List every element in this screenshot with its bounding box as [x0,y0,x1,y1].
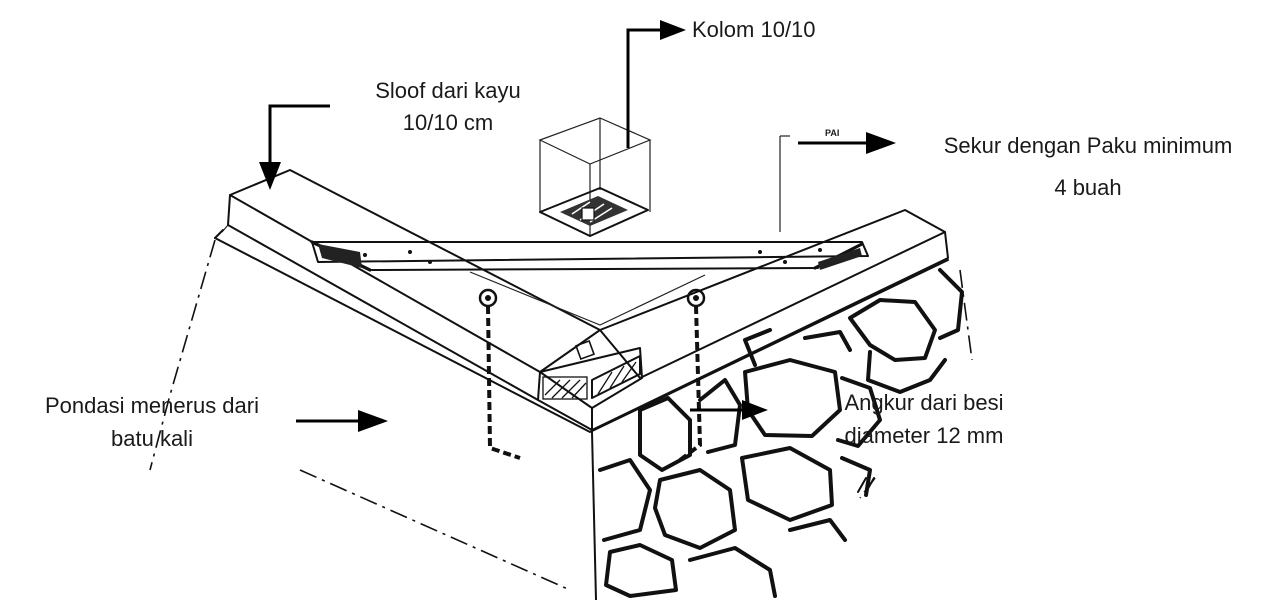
pondasi-label-line1: Pondasi menerus dari [45,393,259,418]
angkur-leader [690,400,768,420]
kolom-label: Kolom 10/10 [692,17,816,42]
kolom-leader [626,20,686,148]
stone-pattern [598,268,964,598]
sekur-label-line2: 4 buah [1054,175,1121,200]
pai-text: PAI [825,128,839,138]
sekur-label-line1: Sekur dengan Paku minimum [944,133,1233,158]
anchor-bolts [478,288,706,462]
sloof-label-line1: Sloof dari kayu [375,78,521,103]
sloof-leader [259,104,330,190]
diagonal-brace [310,240,869,326]
sekur-leader [798,132,896,154]
pai-marker: PAI [779,128,839,232]
angkur-label-line2: diameter 12 mm [845,423,1004,448]
stone-foundation [149,229,973,600]
end-grain-hatch [542,355,641,400]
timber-column [538,117,652,237]
sloof-label-line2: 10/10 cm [403,110,494,135]
angkur-label-line1: Angkur dari besi [845,390,1004,415]
break-marks [857,477,875,493]
pondasi-leader [296,410,388,432]
pondasi-label-line2: batu kali [111,426,193,451]
